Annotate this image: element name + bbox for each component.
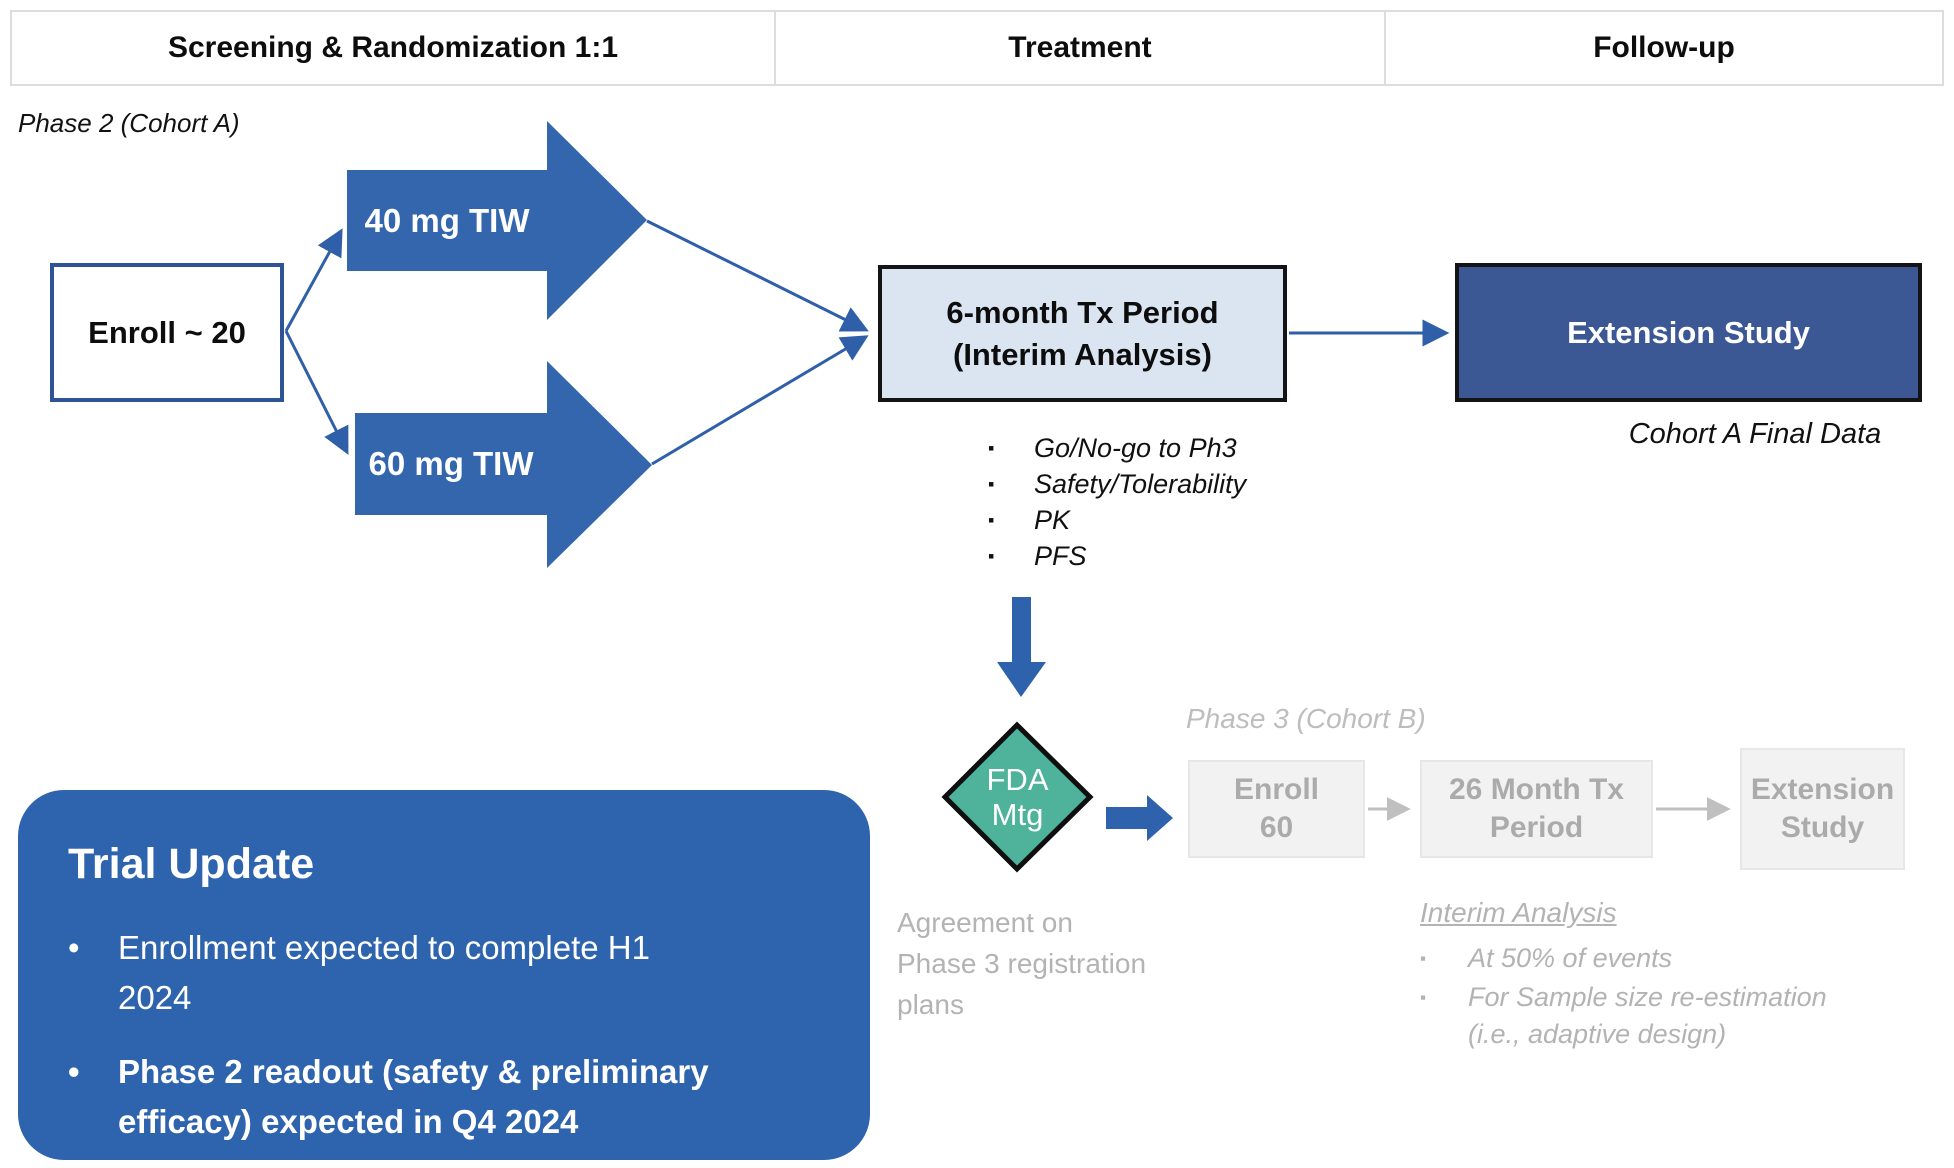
connector-enroll-to-40mg (284, 228, 343, 332)
header-screening: Screening & Randomization 1:1 (10, 10, 776, 86)
note-line: Agreement on (897, 907, 1073, 938)
arm-40mg-label: 40 mg TIW (364, 201, 530, 239)
extension-study-box: Extension Study (1455, 263, 1922, 402)
bullet-text: Go/No-go to Ph3 (1034, 433, 1237, 463)
list-item: Phase 2 readout (safety & preliminary ef… (54, 1047, 844, 1147)
header-treatment: Treatment (776, 10, 1386, 86)
phase2-label: Phase 2 (Cohort A) (18, 108, 240, 138)
phase3-tx-period-label: 26 Month Tx Period (1448, 772, 1624, 844)
cohort-a-final-data-note: Cohort A Final Data (1628, 418, 1882, 450)
trial-update-panel: Trial Update Enrollment expected to comp… (18, 790, 870, 1160)
fda-agreement-note: Agreement on Phase 3 registration plans (897, 903, 1146, 1026)
phase3-tx-period-box: 26 Month Tx Period (1420, 760, 1653, 858)
connector-enroll-to-60mg (284, 330, 349, 455)
fda-line2: Mtg (991, 796, 1044, 832)
bullet-text: PK (1034, 505, 1071, 535)
phase3-extension-line1: Extension (1750, 772, 1895, 806)
header-followup: Follow-up (1386, 10, 1944, 86)
trial-update-title: Trial Update (68, 840, 315, 888)
phase3-enroll-line1: Enroll (1233, 772, 1319, 806)
phase3-enroll-line2: 60 (1259, 811, 1294, 844)
block-arrow-40mg (347, 121, 647, 320)
phase3-extension-line2: Study (1780, 811, 1865, 844)
down-arrow (997, 597, 1046, 697)
list-item: For Sample size re-estimation (i.e., ada… (1420, 979, 1878, 1053)
block-arrow-60mg (355, 361, 652, 568)
list-item: Safety/Tolerability (988, 466, 1246, 502)
list-item: PK (988, 502, 1246, 538)
bullet-text: Phase 2 readout (safety & preliminary ef… (118, 1053, 709, 1141)
phase3-enroll-box: Enroll 60 (1188, 760, 1365, 858)
phase3-extension-box: Extension Study (1740, 748, 1905, 870)
interim-analysis-title: Interim Analysis (1420, 897, 1617, 928)
bullet-text: Safety/Tolerability (1034, 469, 1247, 499)
bullet-text: Enrollment expected to complete H1 2024 (118, 929, 650, 1017)
interim-analysis-notes-list: At 50% of events For Sample size re-esti… (1420, 940, 1878, 1055)
list-item: Go/No-go to Ph3 (988, 430, 1246, 466)
arm-60mg-label: 60 mg TIW (368, 445, 534, 482)
note-line: Phase 3 registration (897, 947, 1147, 979)
bullet-text: For Sample size re-estimation (i.e., ada… (1468, 982, 1827, 1049)
fda-meeting-label: FDA Mtg (947, 727, 1088, 868)
enroll-box: Enroll ~ 20 (50, 263, 284, 402)
fda-line1: FDA (986, 761, 1049, 797)
fda-diamond (941, 721, 1094, 873)
interim-analysis-bullet-list: Go/No-go to Ph3 Safety/Tolerability PK P… (988, 430, 1246, 574)
list-item: PFS (988, 538, 1246, 574)
phase-header-row: Screening & Randomization 1:1 Treatment … (10, 10, 1944, 86)
tx-period-line2: (Interim Analysis) (953, 336, 1212, 372)
trial-update-bullet-list: Enrollment expected to complete H1 2024 … (54, 923, 844, 1148)
note-line: plans (897, 988, 964, 1020)
enroll-box-label: Enroll ~ 20 (88, 314, 246, 350)
phase3-label: Phase 3 (Cohort B) (1186, 703, 1426, 734)
bullet-text: At 50% of events (1468, 943, 1673, 973)
tx-period-box: 6-month Tx Period (Interim Analysis) (878, 265, 1287, 402)
bullet-text: PFS (1034, 541, 1087, 571)
extension-study-label: Extension Study (1567, 314, 1810, 350)
connector-60mg-to-txbox (651, 335, 869, 466)
list-item: Enrollment expected to complete H1 2024 (54, 923, 844, 1023)
connector-40mg-to-txbox (646, 219, 869, 332)
tx-period-line1: 6-month Tx Period (946, 294, 1219, 330)
right-arrow (1106, 795, 1173, 841)
list-item: At 50% of events (1420, 940, 1878, 977)
